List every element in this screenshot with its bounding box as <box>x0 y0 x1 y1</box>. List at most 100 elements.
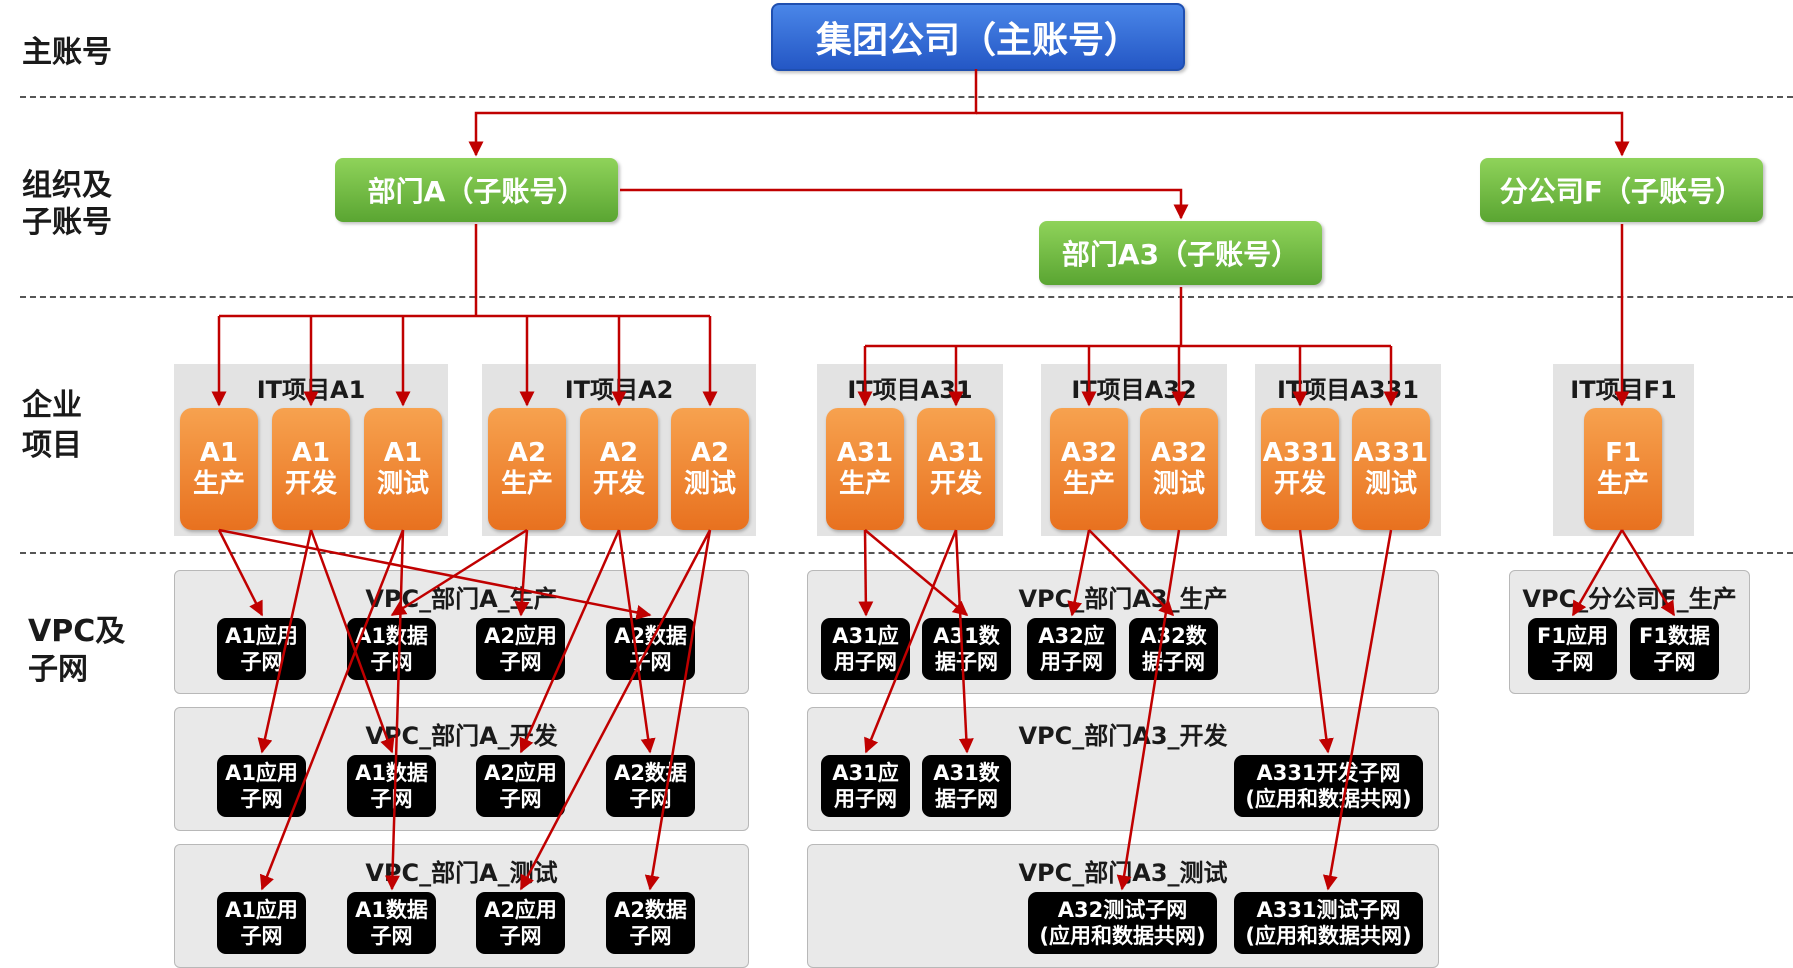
env-a1-prod-type: 生产 <box>192 469 245 499</box>
subnet-a-prod-a2-app[interactable]: A2应用子网 <box>476 618 565 680</box>
vpc-title: VPC_部门A_测试 <box>365 859 558 887</box>
subnet-line2: 子网 <box>240 924 283 948</box>
subnet-a3-prod-a32-data[interactable]: A32数据子网 <box>1129 618 1218 680</box>
env-a32-prod-type: 生产 <box>1062 469 1115 499</box>
env-a1-test-type: 测试 <box>376 469 429 499</box>
vpc-title: VPC_部门A3_测试 <box>1018 859 1228 887</box>
subnet-line2: 据子网 <box>1142 650 1205 674</box>
subnet-a3-test-a331-shared[interactable]: A331测试子网(应用和数据共网) <box>1234 892 1423 954</box>
subnet-line1: F1数据 <box>1639 624 1710 648</box>
subnet-a3-prod-a31-app[interactable]: A31应用子网 <box>821 618 910 680</box>
subnet-line2: 子网 <box>240 787 283 811</box>
env-a31-dev-name: A31 <box>927 438 985 468</box>
level-project-line1: 企业 <box>22 388 82 423</box>
env-a32-test-name: A32 <box>1150 438 1208 468</box>
level-org-line1: 组织及 <box>22 168 112 203</box>
project-title-a331: IT项目A331 <box>1277 376 1419 404</box>
project-title-a31: IT项目A31 <box>847 376 973 404</box>
subnet-line1: A32数 <box>1140 624 1207 648</box>
level-vpc-line2: 子网 <box>28 652 88 687</box>
subnet-a-dev-a2-app[interactable]: A2应用子网 <box>476 755 565 817</box>
env-a2-dev-name: A2 <box>599 438 639 468</box>
subnet-a-dev-a2-data[interactable]: A2数据子网 <box>606 755 695 817</box>
subnet-line1: A31数 <box>933 624 1000 648</box>
env-f1-prod-name: F1 <box>1605 438 1641 468</box>
subnet-a3-prod-a31-data[interactable]: A31数据子网 <box>922 618 1011 680</box>
env-a32-test-type: 测试 <box>1152 469 1205 499</box>
separator-1 <box>20 96 1793 98</box>
subnet-line2: 子网 <box>240 650 283 674</box>
subnet-line1: A331测试子网 <box>1256 898 1401 922</box>
subnet-a3-test-a32-shared[interactable]: A32测试子网(应用和数据共网) <box>1028 892 1217 954</box>
subnet-f-prod-f1-data[interactable]: F1数据子网 <box>1630 618 1719 680</box>
level-project-line2: 项目 <box>22 428 82 463</box>
subnet-line1: A31应 <box>832 761 899 785</box>
subnet-a-test-a1-app[interactable]: A1应用子网 <box>217 892 306 954</box>
env-a2-test-name: A2 <box>690 438 730 468</box>
subnet-line2: 子网 <box>1551 650 1594 674</box>
group-account-box[interactable]: 集团公司（主账号） <box>771 3 1185 71</box>
env-a331-test-name: A331 <box>1353 438 1429 468</box>
env-a1-prod-name: A1 <box>199 438 239 468</box>
dept-a-account-box[interactable]: 部门A（子账号） <box>335 158 618 222</box>
subnet-line1: A1应用 <box>225 898 298 922</box>
subnet-a-prod-a2-data[interactable]: A2数据子网 <box>606 618 695 680</box>
subnet-line2: (应用和数据共网) <box>1245 787 1412 811</box>
subnet-a-prod-a1-app[interactable]: A1应用子网 <box>217 618 306 680</box>
env-a32-prod-name: A32 <box>1060 438 1118 468</box>
subnet-line1: A2应用 <box>484 624 557 648</box>
subnet-line2: 子网 <box>370 787 413 811</box>
vpc-title: VPC_部门A_开发 <box>365 722 558 750</box>
vpc-title: VPC_部门A_生产 <box>365 585 558 613</box>
subnet-line2: 子网 <box>629 924 672 948</box>
subnet-a3-dev-a31-app[interactable]: A31应用子网 <box>821 755 910 817</box>
subnet-line2: 子网 <box>629 650 672 674</box>
subnet-f-prod-f1-app[interactable]: F1应用子网 <box>1528 618 1617 680</box>
env-a331-dev-name: A331 <box>1262 438 1338 468</box>
subnet-a3-dev-a331-shared[interactable]: A331开发子网(应用和数据共网) <box>1234 755 1423 817</box>
subnet-a3-prod-a32-app[interactable]: A32应用子网 <box>1027 618 1116 680</box>
vpc-title: VPC_部门A3_生产 <box>1018 585 1228 613</box>
separator-2 <box>20 296 1793 298</box>
env-a2-prod-type: 生产 <box>500 469 553 499</box>
env-a1-dev-type: 开发 <box>284 469 337 499</box>
subnet-a-dev-a1-data[interactable]: A1数据子网 <box>347 755 436 817</box>
subnet-a-test-a2-app[interactable]: A2应用子网 <box>476 892 565 954</box>
env-a2-dev-type: 开发 <box>592 469 645 499</box>
subnet-line1: A2应用 <box>484 761 557 785</box>
subnet-a3-dev-a31-data[interactable]: A31数据子网 <box>922 755 1011 817</box>
subnet-a-prod-a1-data[interactable]: A1数据子网 <box>347 618 436 680</box>
env-a31-dev-type: 开发 <box>929 469 982 499</box>
subnet-line2: 子网 <box>629 787 672 811</box>
subnet-a-dev-a1-app[interactable]: A1应用子网 <box>217 755 306 817</box>
env-a1-dev-name: A1 <box>291 438 331 468</box>
env-a331-test-type: 测试 <box>1364 469 1417 499</box>
env-a31-prod-type: 生产 <box>838 469 891 499</box>
env-f1-prod-type: 生产 <box>1596 469 1649 499</box>
subnet-line1: A1数据 <box>355 761 428 785</box>
subnet-a-test-a2-data[interactable]: A2数据子网 <box>606 892 695 954</box>
subnet-a-test-a1-data[interactable]: A1数据子网 <box>347 892 436 954</box>
subnet-line1: A1数据 <box>355 624 428 648</box>
subnet-line1: A32应 <box>1038 624 1105 648</box>
subnet-line1: A331开发子网 <box>1256 761 1401 785</box>
subnet-line1: A2应用 <box>484 898 557 922</box>
branch-f-account-box[interactable]: 分公司F（子账号） <box>1480 158 1763 222</box>
dept-a3-account-box[interactable]: 部门A3（子账号） <box>1039 221 1322 285</box>
env-a2-test-type: 测试 <box>683 469 736 499</box>
subnet-line2: (应用和数据共网) <box>1039 924 1206 948</box>
subnet-line1: A1数据 <box>355 898 428 922</box>
